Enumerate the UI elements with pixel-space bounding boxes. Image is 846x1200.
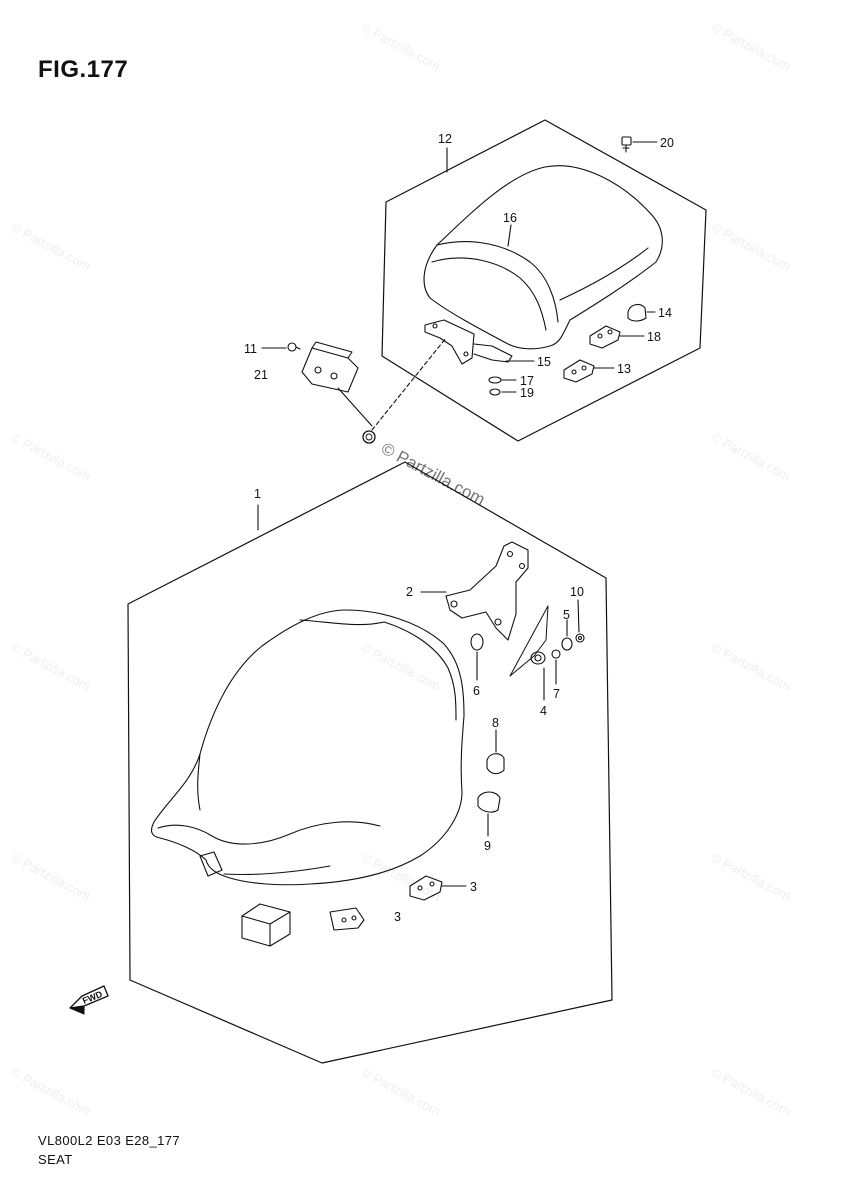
washer-17 — [488, 376, 502, 384]
watermark-text-large: © Partzilla.com — [378, 439, 488, 510]
fwd-arrow-label: FWD — [81, 989, 104, 1006]
callout-19: 19 — [520, 386, 534, 400]
callout-13: 13 — [617, 362, 631, 376]
watermark-text: © Partzilla.com — [9, 849, 93, 903]
washer-7 — [551, 649, 561, 659]
watermark-text: © Partzilla.com — [709, 1064, 793, 1118]
callout-3: 3 — [394, 910, 401, 924]
lock-bracket-21 — [301, 341, 359, 393]
nut-4 — [530, 651, 546, 665]
rear-seat-cushion — [423, 165, 663, 350]
watermark-text: © Partzilla.com — [9, 639, 93, 693]
washer-5 — [561, 637, 573, 651]
screw-11 — [287, 342, 301, 352]
callout-8: 8 — [492, 716, 499, 730]
model-code: VL800L2 E03 E28_177 — [38, 1133, 181, 1148]
callout-11: 11 — [244, 342, 257, 356]
fwd-arrow-icon: FWD — [69, 985, 109, 1015]
washer-19 — [489, 388, 501, 396]
callout-15: 15 — [537, 355, 551, 369]
front-seat-body — [150, 609, 465, 886]
callout-17: 17 — [520, 374, 534, 388]
watermark-text: © Partzilla.com — [709, 639, 793, 693]
watermark-text: © Partzilla.com — [359, 1064, 443, 1118]
callout-20: 20 — [660, 136, 674, 150]
leader-line-21-to-part — [337, 387, 373, 427]
watermark-text: © Partzilla.com — [359, 19, 443, 73]
callout-18: 18 — [647, 330, 661, 344]
cushion-14 — [627, 303, 647, 322]
callout-6: 6 — [473, 684, 480, 698]
callout-10: 10 — [570, 585, 584, 599]
assembly-dashed-line — [371, 337, 447, 431]
clip-18 — [589, 325, 621, 349]
callout-5: 5 — [563, 608, 570, 622]
clip-3-upper — [409, 875, 443, 901]
leader-line-10 — [577, 599, 580, 633]
callout-4: 4 — [540, 704, 547, 718]
watermark-text: © Partzilla.com — [9, 219, 93, 273]
rear-seat-group-outline — [381, 119, 707, 442]
partzilla-logo-center: © Partzilla.com — [362, 430, 488, 510]
front-seat-group-outline — [127, 461, 613, 1064]
seat-bracket-2 — [445, 541, 529, 641]
nut-10 — [575, 633, 585, 643]
watermark-text: © Partzilla.com — [709, 849, 793, 903]
watermark-text: © Partzilla.com — [359, 639, 443, 693]
callout-1: 1 — [254, 487, 261, 501]
figure-title: FIG.177 — [38, 56, 129, 83]
callout-12: 12 — [438, 132, 452, 146]
watermark-text: © Partzilla.com — [9, 1064, 93, 1118]
callout-16: 16 — [503, 211, 517, 225]
callout-2: 2 — [406, 585, 413, 599]
clip-13 — [563, 359, 595, 383]
watermark-text: © Partzilla.com — [709, 429, 793, 483]
callout-3: 3 — [470, 880, 477, 894]
watermark-text: © Partzilla.com — [709, 219, 793, 273]
leader-line-16 — [507, 224, 512, 247]
callout-21: 21 — [254, 368, 268, 382]
washer-6 — [470, 633, 484, 651]
clip-3-lower — [329, 907, 365, 931]
rear-seat-bracket — [424, 319, 513, 365]
watermark-text: © Partzilla.com — [9, 429, 93, 483]
small-accessory-box — [241, 903, 291, 947]
callout-9: 9 — [484, 839, 491, 853]
watermark-text: © Partzilla.com — [709, 19, 793, 73]
watermark-layer: © Partzilla.com © Partzilla.com © Partzi… — [9, 19, 793, 1118]
callout-labels: 1 2 3 3 4 5 6 7 8 9 10 11 12 13 14 15 16… — [244, 132, 674, 924]
cushion-8 — [486, 753, 505, 775]
watermark-text: © Partzilla.com — [359, 849, 443, 903]
part-group-name: SEAT — [38, 1152, 73, 1167]
cushion-9 — [477, 791, 501, 813]
callout-14: 14 — [658, 306, 672, 320]
bolt-20 — [621, 136, 632, 153]
callout-7: 7 — [553, 687, 560, 701]
damper-plate — [509, 605, 549, 677]
